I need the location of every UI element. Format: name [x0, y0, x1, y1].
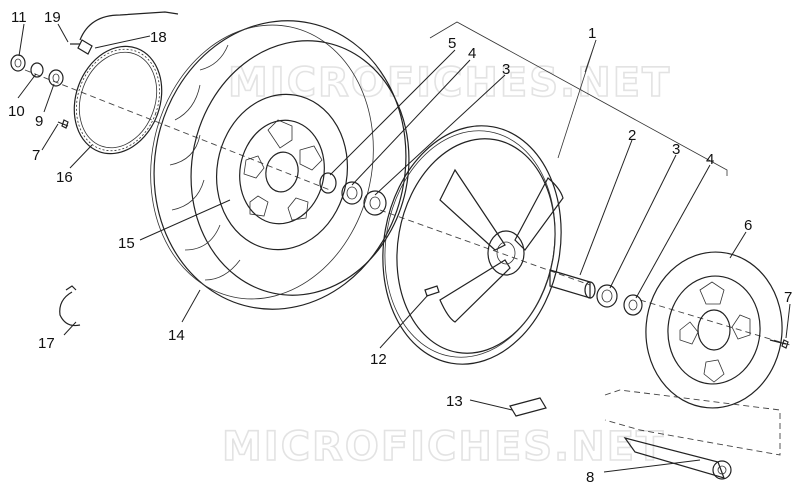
tyre-icon — [150, 20, 410, 310]
callout-16: 16 — [56, 169, 73, 186]
assembly-bracket — [429, 21, 728, 176]
bearing-left-icon — [319, 172, 387, 216]
callout-11: 11 — [11, 9, 27, 26]
bearing-right-icon — [596, 284, 643, 316]
wheel-rim-icon — [382, 125, 564, 365]
callout-8: 8 — [586, 469, 594, 486]
callout-14: 14 — [168, 327, 185, 344]
wheel-axle-icon — [604, 389, 781, 480]
callout-7-right: 7 — [784, 289, 792, 306]
callout-10: 10 — [8, 103, 25, 120]
small-parts-left-icon — [10, 54, 69, 129]
brake-disc-right-icon — [645, 251, 783, 409]
callout-12: 12 — [370, 351, 387, 368]
callout-labels: 11 19 18 10 9 7 16 17 14 15 5 4 3 1 2 3 … — [8, 9, 792, 486]
callout-3-right: 3 — [672, 141, 680, 158]
callout-4-right: 4 — [706, 151, 714, 168]
watermark-bottom: MICROFICHES.NET — [222, 424, 665, 470]
callout-3-left: 3 — [502, 61, 510, 78]
callout-7-left: 7 — [32, 147, 40, 164]
callout-leaders — [17, 23, 791, 473]
callout-15: 15 — [118, 235, 135, 252]
axle-centerline — [24, 69, 791, 346]
callout-2: 2 — [628, 127, 636, 144]
callout-9: 9 — [35, 113, 43, 130]
watermark-top: MICROFICHES.NET — [228, 60, 671, 106]
callout-5: 5 — [448, 35, 456, 52]
clip-icon — [59, 285, 81, 327]
spacer-tube-icon — [549, 269, 596, 299]
valve-icon — [424, 285, 440, 297]
brake-disc-left-icon — [215, 93, 349, 251]
callout-13: 13 — [446, 393, 463, 410]
callout-6: 6 — [744, 217, 752, 234]
callout-18: 18 — [150, 29, 167, 46]
callout-1: 1 — [588, 25, 596, 42]
callout-19: 19 — [44, 9, 61, 26]
abs-sensor-icon — [70, 11, 179, 55]
balance-weight-icon — [509, 397, 547, 417]
bolt-right-icon — [769, 339, 789, 349]
callout-17: 17 — [38, 335, 55, 352]
callout-4-left: 4 — [468, 45, 476, 62]
phonic-wheel-icon — [73, 45, 163, 155]
